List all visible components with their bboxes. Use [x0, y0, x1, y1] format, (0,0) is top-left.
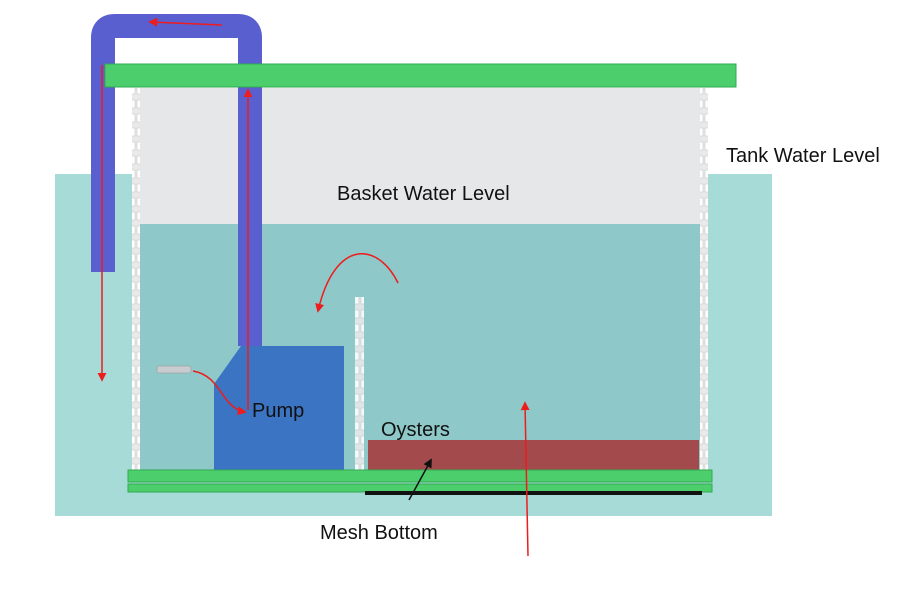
tank-water-level-label: Tank Water Level — [726, 145, 880, 167]
basket-left-wall — [132, 88, 140, 471]
pump-label: Pump — [252, 400, 304, 422]
pump-body — [214, 346, 344, 470]
basket-air — [140, 88, 700, 224]
intake-nozzle — [156, 365, 192, 374]
mesh-bottom-pointer — [408, 458, 432, 501]
flow-arrow-upwell — [520, 401, 530, 557]
pipe — [91, 13, 262, 346]
baffle-wall — [355, 297, 364, 470]
mesh-bottom-label: Mesh Bottom — [320, 522, 438, 544]
flow-arrow-circulation — [315, 253, 399, 313]
mesh-bottom — [365, 491, 702, 495]
basket-bottom-rail — [127, 469, 713, 483]
basket-right-wall — [700, 88, 708, 471]
oysters-bed — [368, 440, 699, 470]
flow-arrow-top — [148, 17, 223, 27]
basket-lid — [104, 63, 737, 88]
basket-bottom-rail-lower — [127, 483, 713, 493]
oysters-label: Oysters — [381, 419, 450, 441]
basket-water-level-label: Basket Water Level — [337, 183, 510, 205]
flow-arrow-intake — [192, 370, 247, 416]
